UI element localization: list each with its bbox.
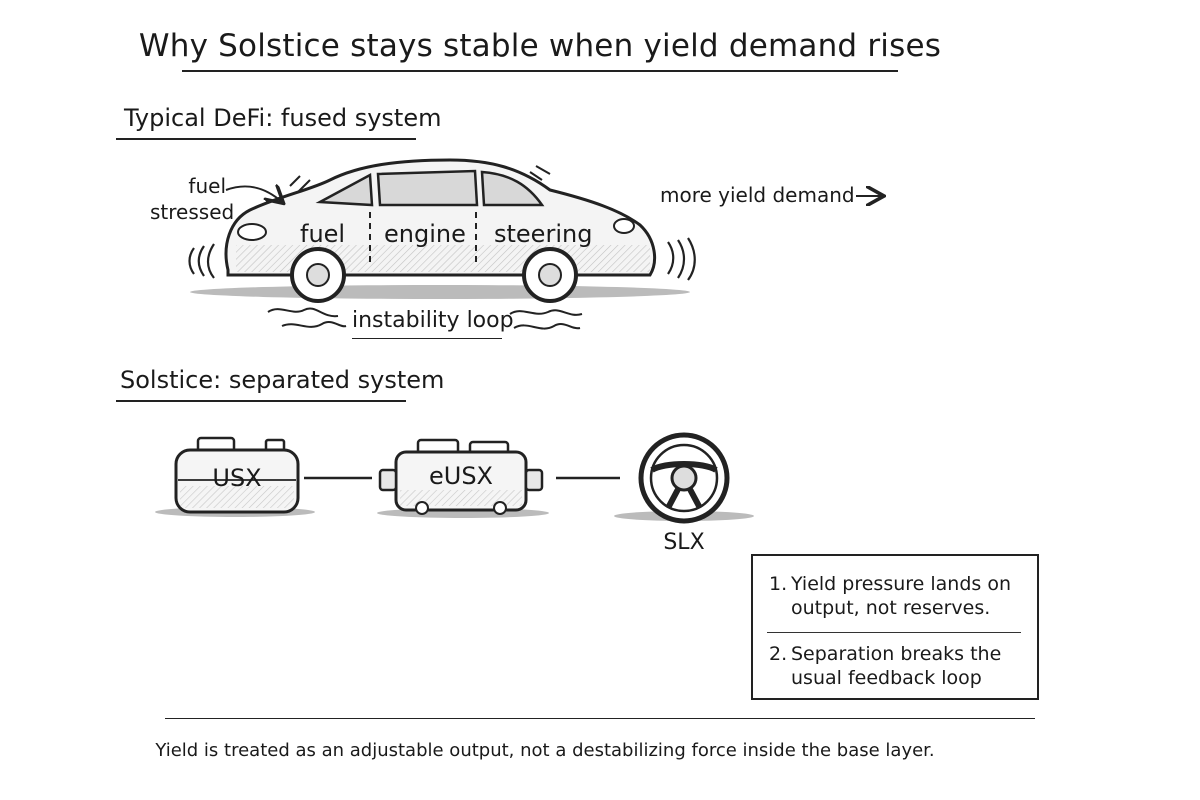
note-1-text: Yield pressure lands on output, not rese… (791, 573, 1012, 619)
fuel-stressed-label: fuel stressed (150, 174, 235, 224)
fuel-stressed-arrow (225, 186, 282, 202)
page-title: Why Solstice stays stable when yield dem… (138, 28, 942, 64)
vibration-marks-right (667, 237, 696, 281)
title-underline (182, 70, 898, 72)
note-1-number: 1. (769, 573, 788, 595)
note-2: 2. Separation breaks the usual feedback … (769, 642, 1021, 690)
solstice-section-title: Solstice: separated system (120, 366, 445, 394)
car-icon (190, 158, 690, 303)
instability-squiggle-left (267, 307, 347, 328)
typical-defi-underline (116, 138, 416, 140)
solstice-underline (116, 400, 406, 402)
instability-loop-label: instability loop (352, 308, 514, 333)
car-part-fuel: fuel (300, 220, 346, 248)
note-1: 1. Yield pressure lands on output, not r… (769, 572, 1021, 620)
footer-rule (165, 718, 1035, 719)
note-2-text: Separation breaks the usual feedback loo… (791, 643, 1002, 689)
typical-defi-section-title: Typical DeFi: fused system (124, 104, 442, 132)
vibration-marks-left (188, 243, 215, 279)
instability-loop-underline (352, 338, 502, 339)
yield-demand-label: more yield demand (660, 183, 855, 207)
usx-label: USX (212, 464, 262, 492)
notes-box: 1. Yield pressure lands on output, not r… (751, 554, 1039, 700)
vibration-marks-roof (289, 165, 551, 193)
note-2-number: 2. (769, 643, 788, 665)
instability-squiggle-right (509, 309, 583, 330)
notes-divider (767, 632, 1021, 633)
slx-label: SLX (663, 530, 705, 555)
engine-icon (377, 438, 549, 518)
car-part-steering: steering (494, 220, 593, 248)
fuel-tank-icon (155, 436, 315, 517)
car-part-engine: engine (384, 220, 466, 248)
steering-wheel-icon (614, 432, 754, 524)
footer-caption: Yield is treated as an adjustable output… (155, 740, 935, 761)
eusx-label: eUSX (428, 462, 493, 490)
